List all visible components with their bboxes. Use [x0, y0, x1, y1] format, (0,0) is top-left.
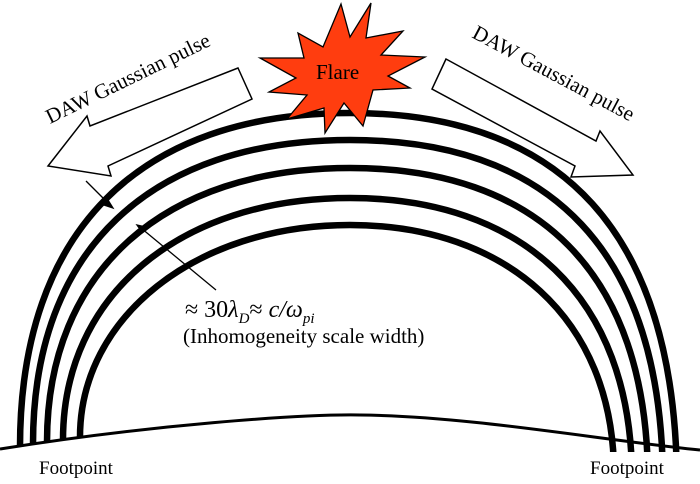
- flare-label: Flare: [316, 60, 359, 84]
- pointer-arrowhead-outer: [102, 198, 115, 210]
- loop-arc-2: [29, 136, 667, 484]
- approx-symbol: ≈: [249, 297, 269, 323]
- omega-subscript: pi: [302, 311, 315, 327]
- scale-width-formula: ≈ 30λD≈ c/ωpi: [185, 296, 315, 333]
- footpoint-left-label: Footpoint: [39, 458, 113, 479]
- loop-arc-5: [76, 221, 618, 475]
- loop-arc-3: [43, 164, 652, 483]
- formula-prefix: ≈ 30: [185, 297, 229, 323]
- left-pulse-arrow: [46, 67, 253, 177]
- footpoint-right-label: Footpoint: [590, 458, 664, 479]
- right-pulse-arrow: [431, 57, 635, 178]
- flare-starburst-icon: [257, 2, 428, 136]
- lambda-symbol: λ: [228, 297, 239, 323]
- lambda-subscript: D: [238, 311, 250, 327]
- solar-surface-line: [0, 413, 700, 452]
- inhomogeneity-caption: (Inhomogeneity scale width): [183, 324, 425, 348]
- magnetic-loop-arcs: [16, 109, 681, 484]
- scale-width-pointers: [85, 180, 217, 291]
- pointer-arrowhead-inner: [135, 223, 148, 234]
- loop-arc-4: [59, 194, 636, 480]
- c-over-omega: c/ω: [268, 297, 303, 323]
- loop-arc-1: [16, 109, 681, 484]
